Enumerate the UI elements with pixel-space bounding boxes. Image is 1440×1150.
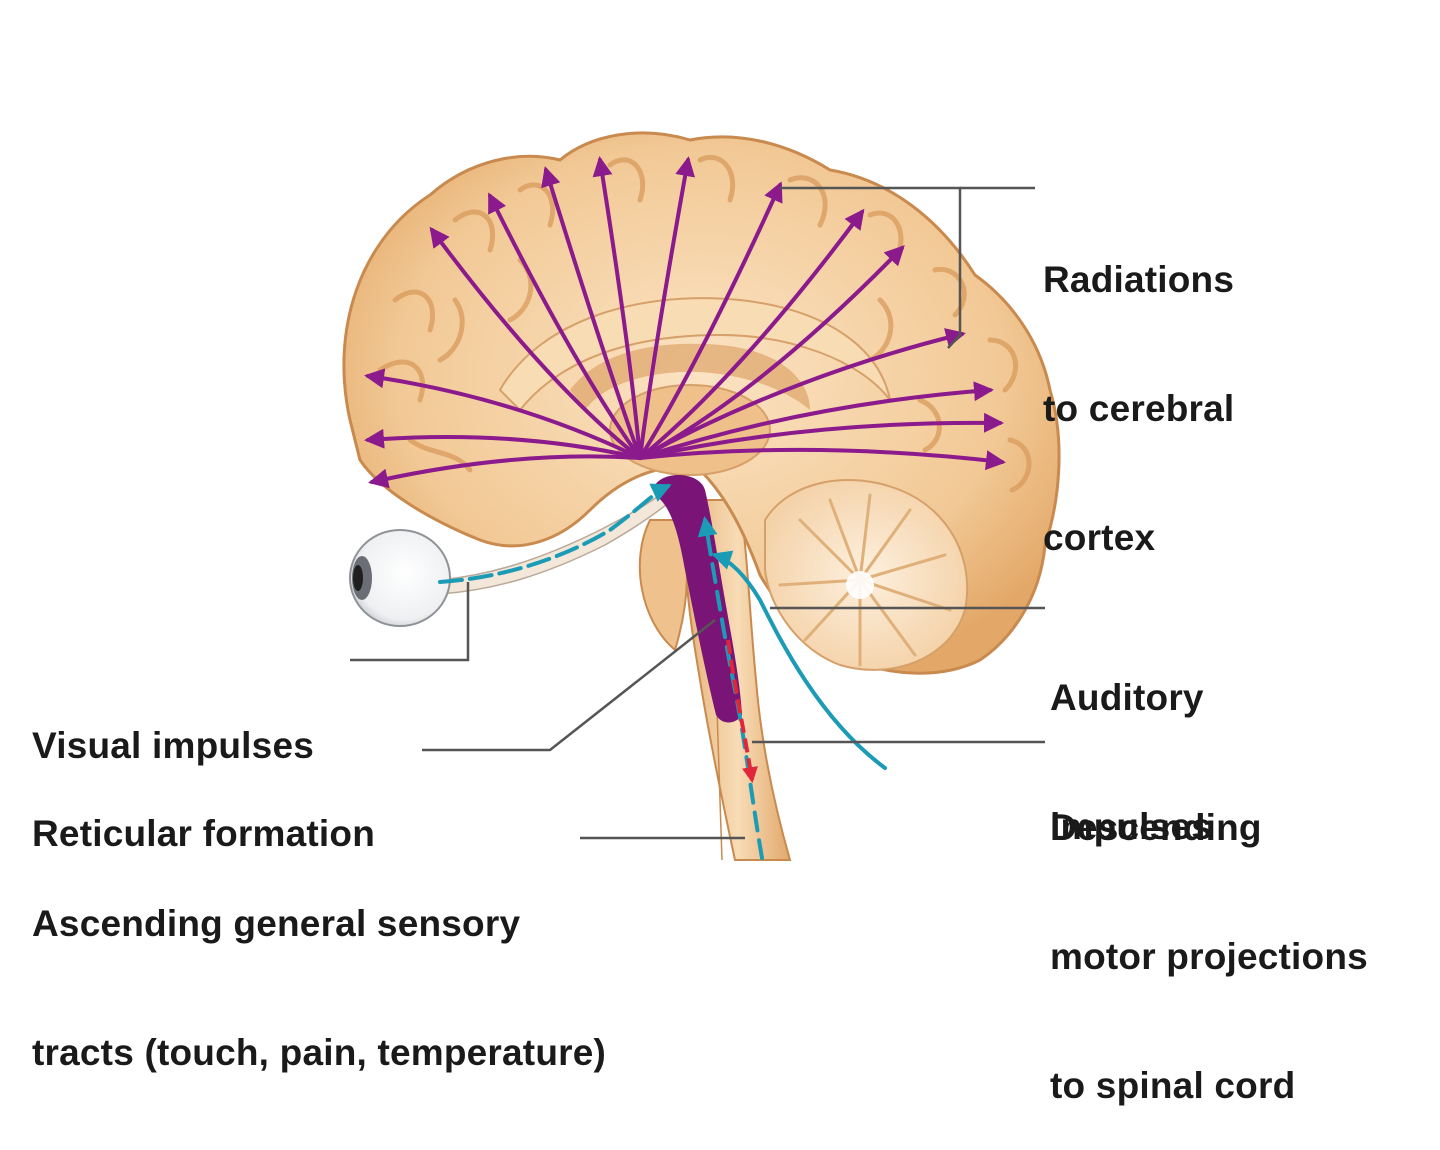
auditory-label-line-2: impulses bbox=[1050, 806, 1212, 847]
visual-label: Visual impulses bbox=[32, 638, 314, 810]
radiation-arrow bbox=[638, 412, 1004, 460]
radiations-bracket bbox=[780, 186, 962, 349]
radiations-label-line-1: Radiations bbox=[1043, 259, 1235, 300]
radiation-arrow bbox=[592, 156, 642, 460]
radiation-arrow bbox=[638, 381, 994, 460]
radiation-arrow bbox=[364, 428, 642, 460]
descending-label-line-3: to spinal cord bbox=[1050, 1065, 1296, 1106]
radiation-arrow bbox=[638, 447, 1006, 471]
descending-label-line-2: motor projections bbox=[1050, 936, 1368, 977]
visual-leader bbox=[350, 582, 470, 662]
radiation-arrow bbox=[638, 181, 783, 460]
leader-lines bbox=[350, 186, 1045, 840]
radiations-label-line-2: to cerebral bbox=[1043, 388, 1235, 429]
reticular-label: Reticular formation bbox=[32, 726, 375, 898]
radiation-arrow bbox=[488, 192, 642, 460]
auditory-impulse-arrow bbox=[711, 550, 887, 770]
visual-label-line-1: Visual impulses bbox=[32, 725, 314, 766]
descending-label: Descending motor projections to spinal c… bbox=[1050, 720, 1368, 1150]
ascending-label-line-2: tracts (touch, pain, temperature) bbox=[32, 1032, 607, 1073]
reticular-activating-system-diagram: Radiations to cerebral cortex Auditory i… bbox=[32, 131, 1368, 1106]
radiation-arrow bbox=[368, 454, 642, 489]
radiation-arrows bbox=[364, 156, 1006, 489]
radiation-arrow bbox=[541, 166, 642, 460]
auditory-label: Auditory impulses bbox=[1050, 590, 1212, 891]
radiations-label-line-3: cortex bbox=[1043, 517, 1156, 558]
reticular-leader bbox=[422, 619, 716, 752]
reticular-label-line-1: Reticular formation bbox=[32, 813, 376, 854]
radiation-arrow bbox=[429, 226, 642, 460]
radiations-label: Radiations to cerebral cortex bbox=[1043, 172, 1234, 602]
visual-impulse-arrow bbox=[438, 483, 672, 584]
ascending-label: Ascending general sensory tracts (touch,… bbox=[32, 816, 606, 1117]
descending-label-line-1: Descending bbox=[1050, 807, 1262, 848]
cerebellum bbox=[764, 479, 969, 671]
auditory-label-line-1: Auditory bbox=[1050, 677, 1204, 718]
radiation-arrow bbox=[638, 156, 696, 460]
brain-illustration bbox=[342, 131, 1061, 861]
ascending-label-line-1: Ascending general sensory bbox=[32, 903, 521, 944]
reticular-formation bbox=[655, 474, 742, 723]
radiation-arrow bbox=[638, 328, 966, 460]
radiation-arrow bbox=[364, 368, 642, 460]
radiation-arrow bbox=[638, 208, 865, 460]
descending-motor-arrow bbox=[726, 639, 758, 784]
